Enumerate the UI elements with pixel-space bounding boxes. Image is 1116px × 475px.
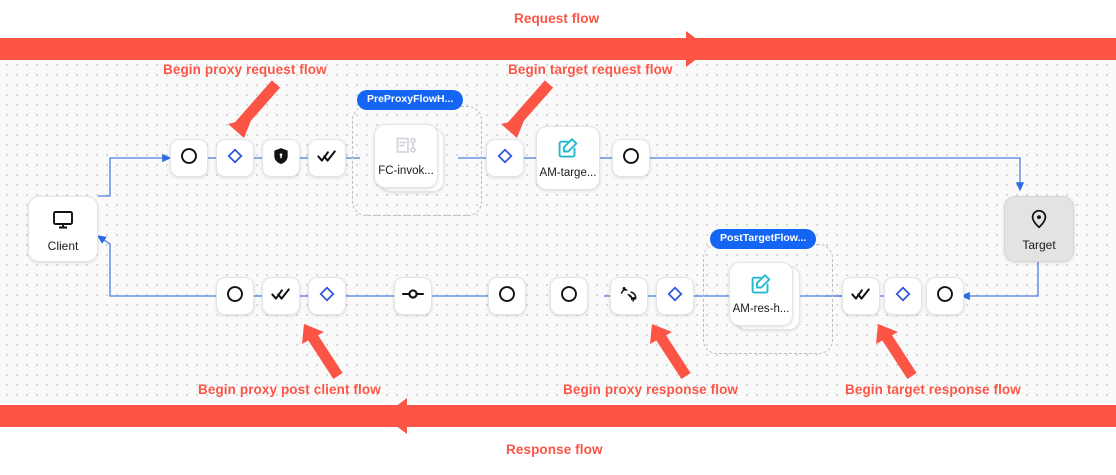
monitor-icon — [51, 207, 75, 236]
circle-icon — [620, 145, 642, 172]
response-flow-bar — [0, 398, 1116, 434]
edit-pencil-icon — [556, 136, 580, 165]
policy-node-label-am-res-h: AM-res-h... — [732, 303, 790, 316]
map-pin-icon — [1028, 208, 1050, 235]
response-node-5[interactable] — [488, 277, 526, 315]
response-flow-arrowhead — [383, 398, 407, 434]
policy-node-fc-invoke[interactable]: FC-invok... — [374, 124, 438, 188]
response-node-1[interactable] — [216, 277, 254, 315]
double-check-icon — [270, 283, 292, 310]
response-node-8[interactable] — [656, 277, 694, 315]
request-flow-arrowhead — [686, 31, 710, 67]
request-flow-bar — [0, 31, 1116, 67]
policy-node-am-res-h[interactable]: AM-res-h... — [729, 262, 793, 326]
request-flow-bar-body — [0, 38, 1116, 60]
diamond-icon — [893, 284, 913, 309]
target-node-label: Target — [1022, 237, 1056, 252]
diagram-background — [0, 48, 1116, 403]
request-node-4[interactable] — [308, 139, 346, 177]
annotation-begin-target-response-flow: Begin target response flow — [845, 382, 1021, 397]
double-check-icon — [316, 145, 338, 172]
response-flow-label: Response flow — [506, 442, 603, 457]
request-node-5[interactable] — [486, 139, 524, 177]
client-node[interactable]: Client — [28, 196, 98, 262]
annotation-begin-target-request-flow: Begin target request flow — [508, 62, 673, 77]
response-node-6[interactable] — [550, 277, 588, 315]
policy-node-label-am-target: AM-targe... — [539, 167, 597, 180]
diamond-icon — [495, 146, 515, 171]
annotation-begin-proxy-response-flow: Begin proxy response flow — [563, 382, 739, 397]
group-badge-preproxyflowhook[interactable]: PreProxyFlowH... — [357, 90, 464, 110]
response-node-3[interactable] — [308, 277, 346, 315]
target-node[interactable]: Target — [1004, 196, 1074, 262]
policy-node-label-fc-invoke: FC-invok... — [378, 165, 434, 178]
response-node-10[interactable] — [884, 277, 922, 315]
diamond-icon — [317, 284, 337, 309]
node-point-icon — [401, 282, 425, 311]
circle-icon — [496, 283, 518, 310]
request-node-2[interactable] — [216, 139, 254, 177]
request-flow-label: Request flow — [514, 11, 600, 26]
diamond-icon — [225, 146, 245, 171]
annotation-begin-proxy-post-client-flow: Begin proxy post client flow — [198, 382, 381, 397]
response-flow-bar-body — [0, 405, 1116, 427]
request-node-3[interactable] — [262, 139, 300, 177]
policy-node-am-target[interactable]: AM-targe... — [536, 126, 600, 190]
edit-pencil-icon — [749, 272, 773, 301]
response-node-11[interactable] — [926, 277, 964, 315]
annotation-begin-proxy-request-flow: Begin proxy request flow — [163, 62, 327, 77]
request-node-1[interactable] — [170, 139, 208, 177]
flow-callout-icon — [394, 134, 418, 163]
broadcast-icon — [619, 283, 640, 309]
diamond-icon — [665, 284, 685, 309]
response-node-2[interactable] — [262, 277, 300, 315]
group-badge-posttargetflowhook[interactable]: PostTargetFlow... — [710, 229, 817, 249]
response-node-7[interactable] — [610, 277, 648, 315]
shield-lock-icon — [271, 146, 291, 171]
circle-icon — [178, 145, 200, 172]
client-node-label: Client — [47, 238, 79, 253]
response-node-4[interactable] — [394, 277, 432, 315]
circle-icon — [558, 283, 580, 310]
request-node-6[interactable] — [612, 139, 650, 177]
circle-icon — [224, 283, 246, 310]
double-check-icon — [850, 283, 872, 310]
circle-icon — [934, 283, 956, 310]
response-node-9[interactable] — [842, 277, 880, 315]
